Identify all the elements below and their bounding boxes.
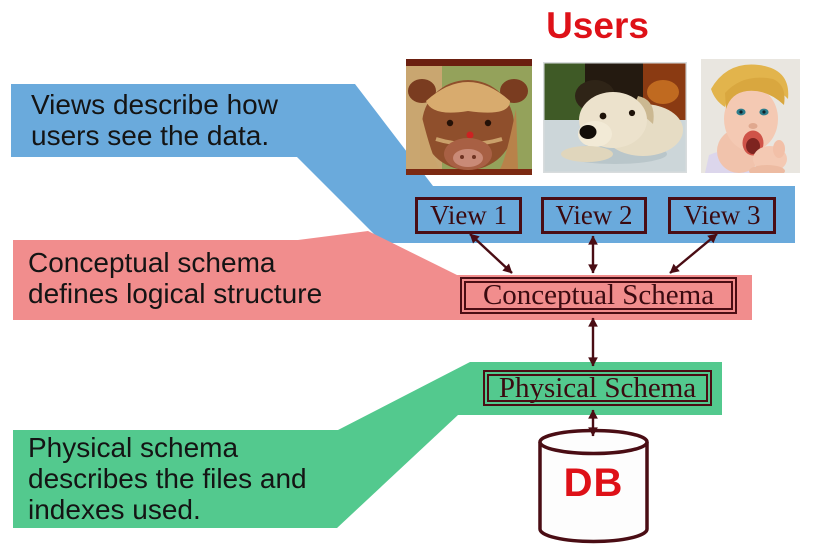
arrow-view3-conceptual xyxy=(669,233,718,274)
db-label: DB xyxy=(563,461,624,505)
views-ribbon xyxy=(11,84,795,243)
arrow-view1-conceptual xyxy=(469,233,513,274)
conceptual-ribbon xyxy=(13,231,752,320)
puppy-photo xyxy=(543,62,687,173)
node-view2: View 2 xyxy=(541,197,647,234)
node-view3: View 3 xyxy=(668,197,776,234)
views-annotation: Views describe how users see the data. xyxy=(31,89,278,151)
node-conceptual-schema: Conceptual Schema xyxy=(460,277,737,314)
node-physical-schema: Physical Schema xyxy=(483,370,712,406)
highland-cow-photo xyxy=(406,59,532,175)
conceptual-annotation: Conceptual schema defines logical struct… xyxy=(28,247,323,309)
mapping-arrows xyxy=(469,233,718,437)
baby-photo xyxy=(701,59,800,173)
physical-ribbon xyxy=(13,362,722,528)
physical-annotation: Physical schema describes the files and … xyxy=(28,432,307,525)
node-view1: View 1 xyxy=(415,197,522,234)
db-cylinder xyxy=(538,428,649,544)
page-title: Users xyxy=(546,5,649,46)
